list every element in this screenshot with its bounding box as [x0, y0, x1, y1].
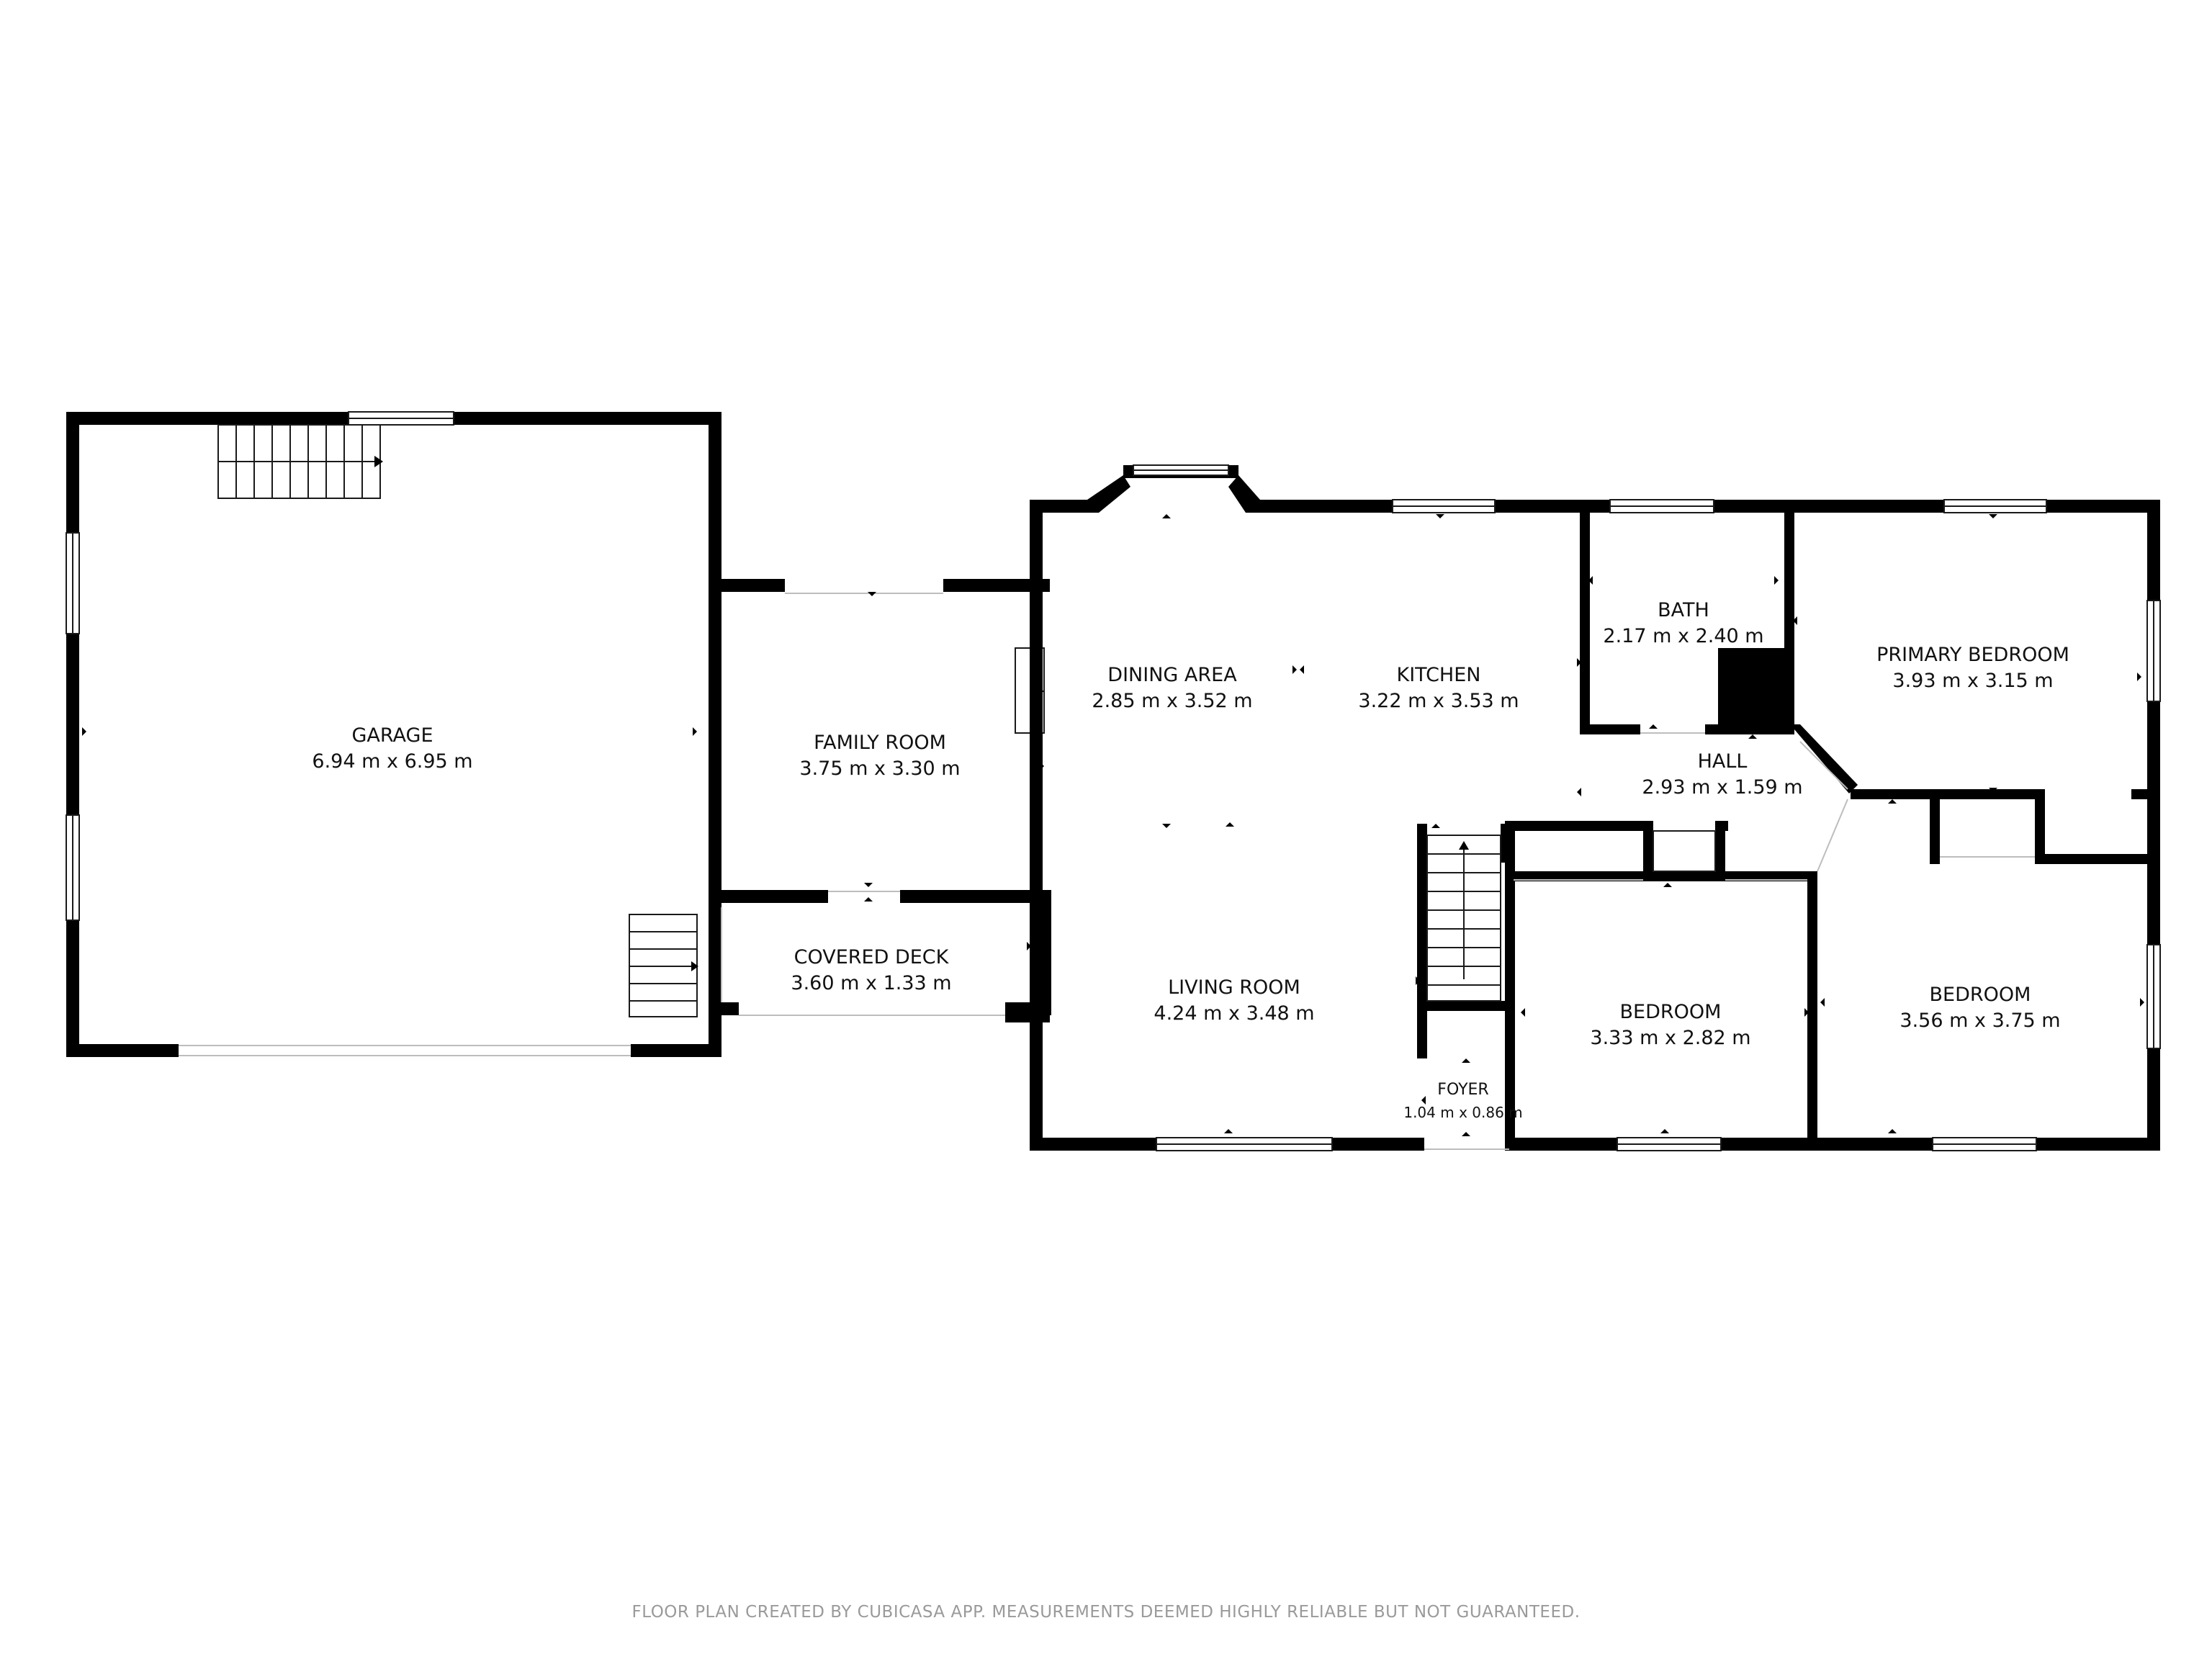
room-dims: 3.56 m x 3.75 m: [1899, 1010, 2060, 1032]
room-name: BEDROOM: [1620, 1001, 1722, 1023]
room-name: PRIMARY BEDROOM: [1876, 644, 2069, 666]
room-label-bedroom-1: BEDROOM 3.33 m x 2.82 m: [1590, 1001, 1750, 1049]
room-label-bath: BATH 2.17 m x 2.40 m: [1603, 599, 1763, 647]
room-dims: 2.85 m x 3.52 m: [1092, 690, 1252, 712]
room-name: COVERED DECK: [794, 946, 950, 968]
room-dims: 4.24 m x 3.48 m: [1154, 1002, 1314, 1025]
main-house-windows: [1156, 499, 2161, 1151]
room-label-garage: GARAGE 6.94 m x 6.95 m: [312, 724, 472, 773]
main-house-openings: [1424, 732, 2035, 1150]
room-name: DINING AREA: [1107, 664, 1237, 686]
garage-door-opening: [179, 1044, 631, 1057]
room-name: HALL: [1698, 750, 1748, 773]
footer-disclaimer: FLOOR PLAN CREATED BY CUBICASA APP. MEAS…: [631, 1603, 1580, 1622]
room-name: FOYER: [1437, 1081, 1488, 1099]
main-stairs: [1426, 835, 1501, 1002]
closet: [1653, 830, 1716, 872]
room-label-foyer: FOYER 1.04 m x 0.86 m: [1403, 1081, 1522, 1121]
room-name: KITCHEN: [1397, 664, 1481, 686]
room-name: LIVING ROOM: [1168, 976, 1300, 999]
room-name: BEDROOM: [1930, 984, 2031, 1006]
room-label-covered-deck: COVERED DECK 3.60 m x 1.33 m: [791, 946, 951, 994]
room-dims: 3.75 m x 3.30 m: [799, 757, 960, 780]
door-markers: [82, 514, 2144, 1136]
room-name: BATH: [1658, 599, 1709, 621]
room-dims: 1.04 m x 0.86 m: [1403, 1104, 1522, 1121]
family-room-openings: [721, 593, 1005, 1016]
room-label-bedroom-2: BEDROOM 3.56 m x 3.75 m: [1899, 984, 2060, 1032]
room-label-kitchen: KITCHEN 3.22 m x 3.53 m: [1358, 664, 1519, 712]
room-dims: 2.93 m x 1.59 m: [1642, 776, 1802, 799]
room-dims: 3.60 m x 1.33 m: [791, 972, 951, 994]
room-label-family-room: FAMILY ROOM 3.75 m x 3.30 m: [799, 732, 960, 780]
room-dims: 3.93 m x 3.15 m: [1892, 670, 2053, 692]
room-name: GARAGE: [351, 724, 433, 747]
room-dims: 2.17 m x 2.40 m: [1603, 625, 1763, 647]
garage-stairs-bottom: [629, 914, 698, 1017]
room-label-dining-area: DINING AREA 2.85 m x 3.52 m: [1092, 664, 1252, 712]
garage-stairs-top: [217, 424, 383, 499]
room-label-primary-bedroom: PRIMARY BEDROOM 3.93 m x 3.15 m: [1876, 644, 2069, 692]
garage-windows: [66, 411, 454, 921]
room-dims: 3.22 m x 3.53 m: [1358, 690, 1519, 712]
room-label-living-room: LIVING ROOM 4.24 m x 3.48 m: [1154, 976, 1314, 1025]
bay-window: [1133, 464, 1229, 476]
room-name: FAMILY ROOM: [814, 732, 946, 754]
room-label-hall: HALL 2.93 m x 1.59 m: [1642, 750, 1802, 799]
room-dims: 3.33 m x 2.82 m: [1590, 1027, 1750, 1049]
room-dims: 6.94 m x 6.95 m: [312, 750, 472, 773]
